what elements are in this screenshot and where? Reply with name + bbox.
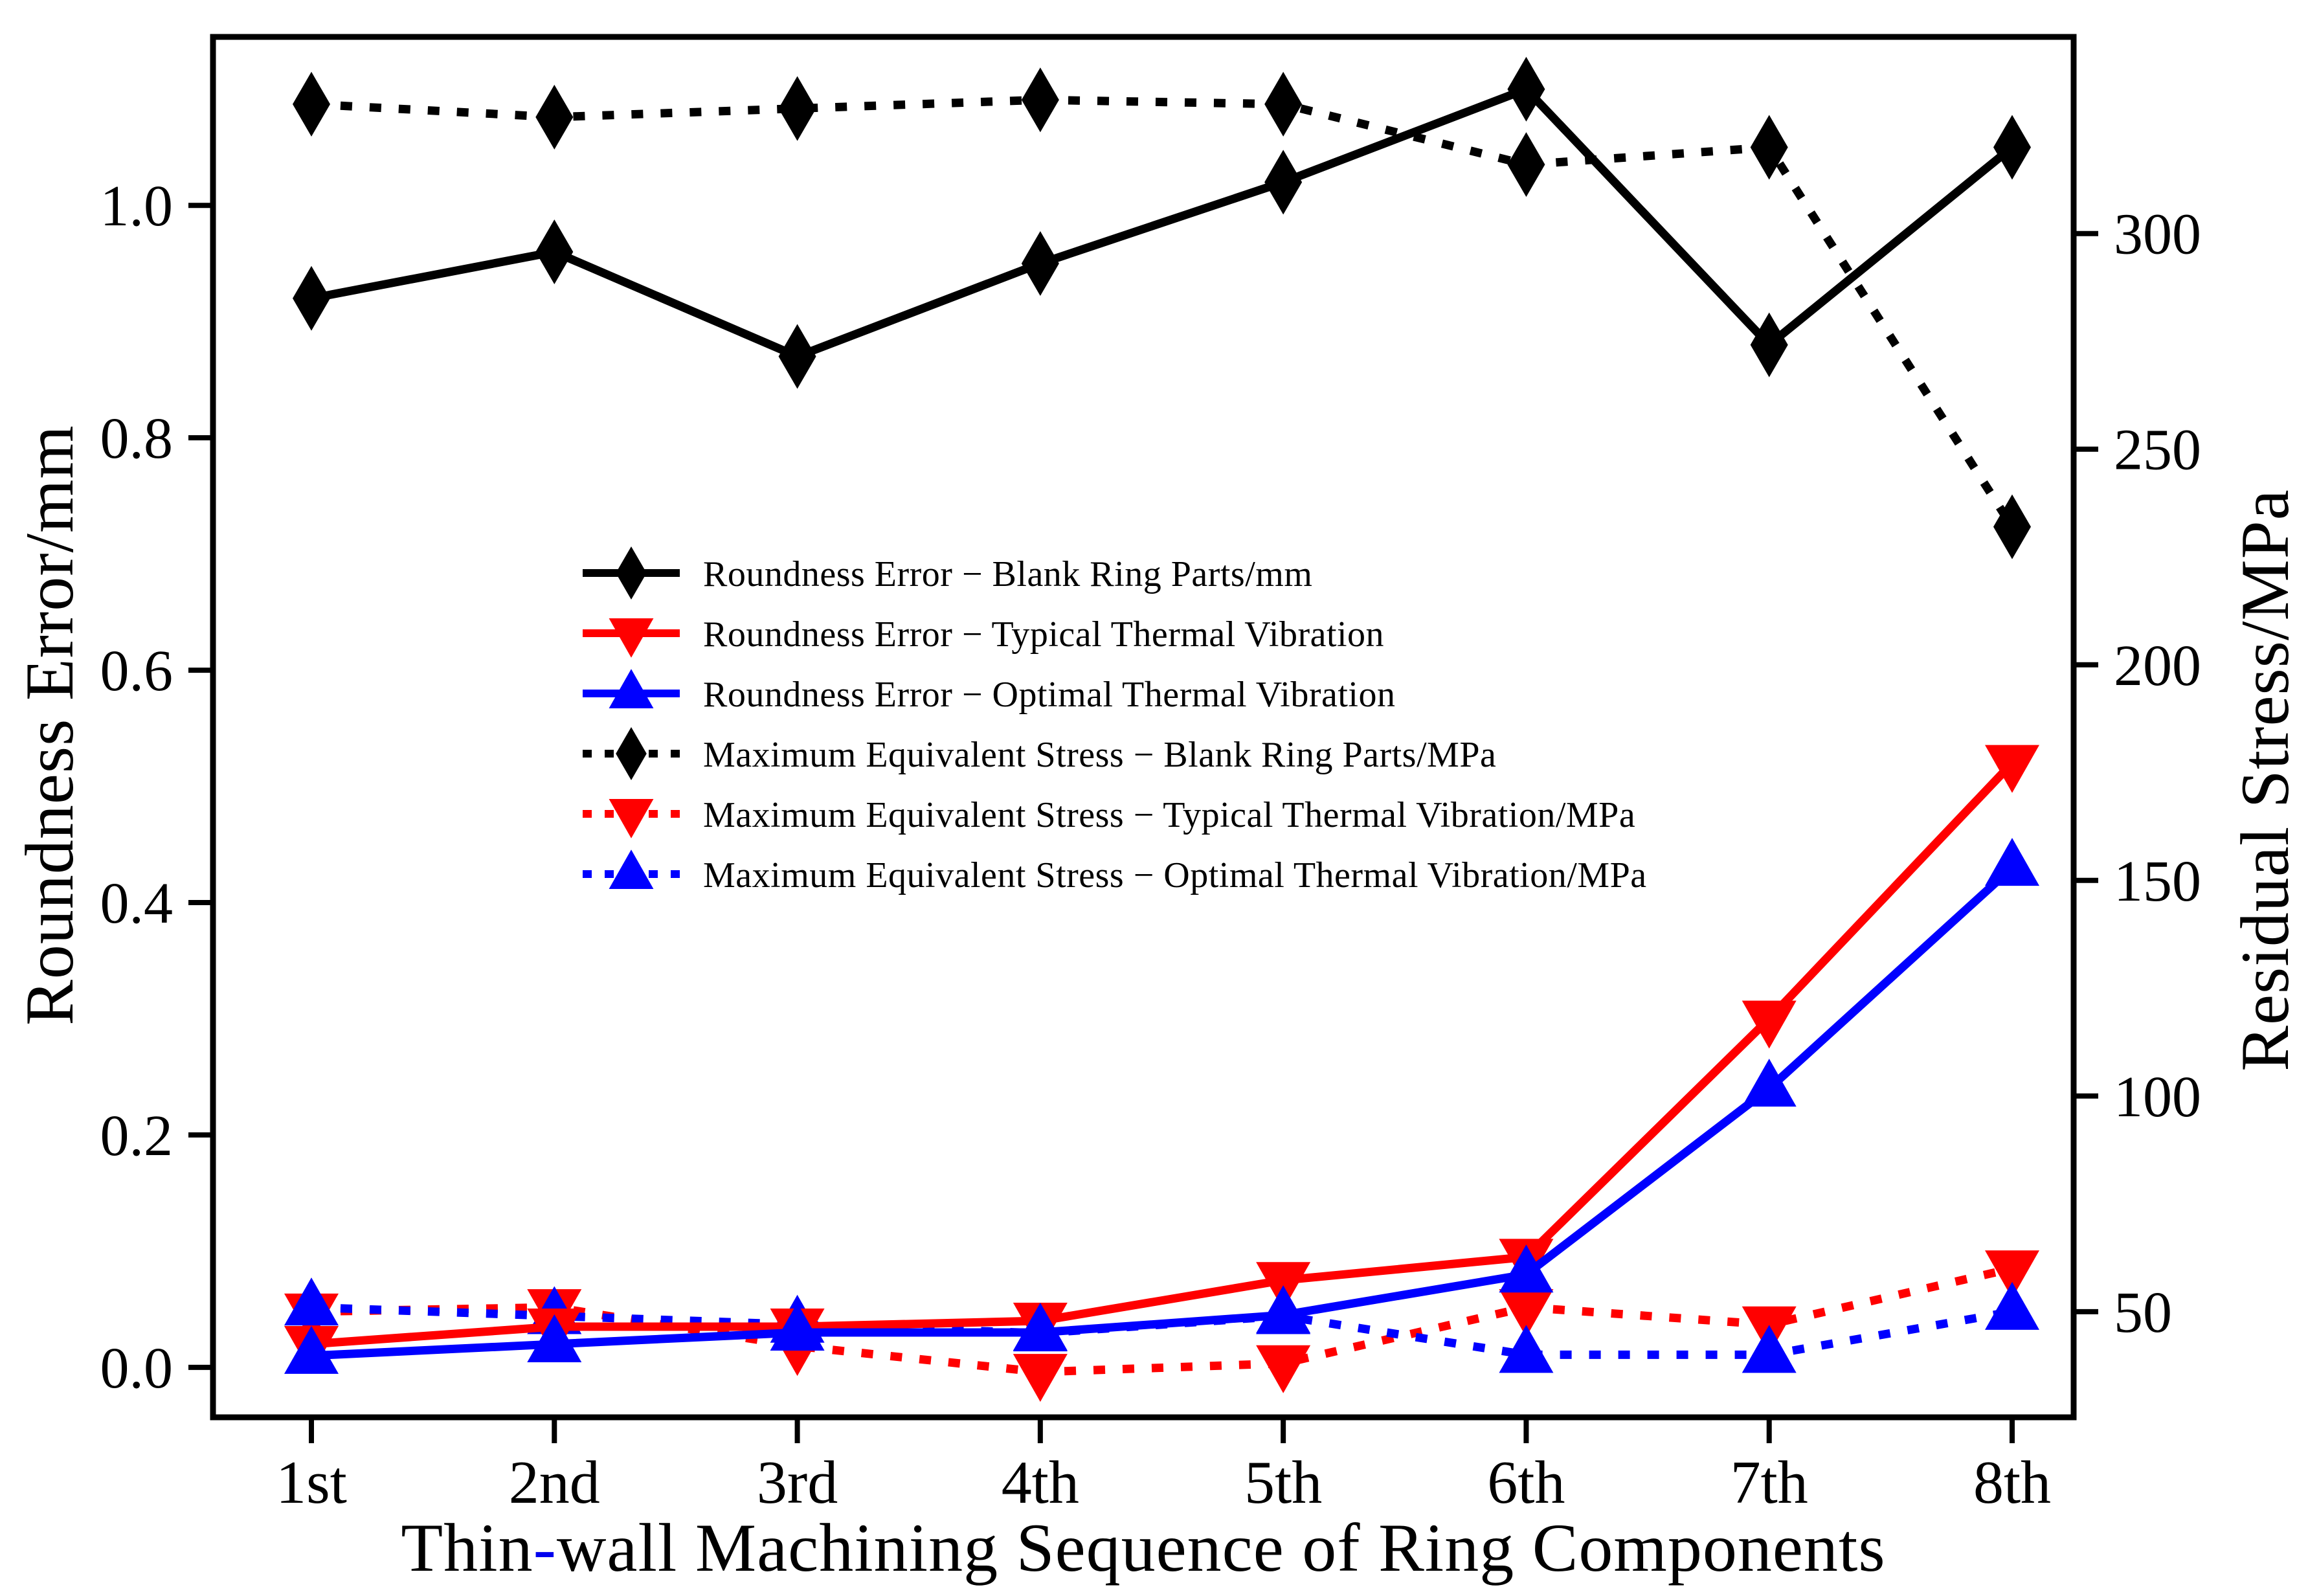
x-tick-label: 5th [1244, 1449, 1322, 1516]
marker-triangle-down [1013, 1354, 1068, 1402]
left-axis-label: Roundness Error/mm [12, 425, 87, 1026]
marker-triangle-down [1499, 1289, 1554, 1338]
marker-diamond [1264, 71, 1303, 137]
marker-triangle-up [1742, 1325, 1797, 1373]
plot-border [210, 34, 2077, 1421]
legend-label: Roundness Error − Optimal Thermal Vibrat… [703, 675, 1395, 715]
x-axis-title: Thin-wall Machining Sequence of Ring Com… [401, 1509, 1885, 1588]
right-tick-label: 250 [2114, 418, 2201, 482]
marker-diamond [535, 219, 574, 285]
x-tick-label: 8th [1973, 1449, 2051, 1516]
marker-diamond [293, 265, 330, 331]
marker-triangle-up [527, 1314, 582, 1362]
marker-diamond [535, 84, 574, 150]
marker-diamond [1993, 494, 2031, 559]
legend-marker-diamond [616, 546, 647, 600]
right-tick-label: 50 [2114, 1281, 2172, 1345]
legend-marker-triangle-up [609, 849, 654, 889]
marker-diamond [1264, 150, 1303, 215]
legend-marker-diamond [616, 727, 647, 780]
marker-triangle-down [1256, 1345, 1311, 1393]
marker-diamond [778, 76, 816, 141]
legend-label: Maximum Equivalent Stress − Blank Ring P… [703, 735, 1496, 775]
marker-triangle-down [1742, 1000, 1797, 1049]
x-axis-title-part2: wall Machining Sequence of Ring Componen… [556, 1510, 1886, 1586]
legend-label: Roundness Error − Blank Ring Parts/mm [703, 554, 1312, 594]
right-tick-label: 300 [2114, 203, 2201, 267]
left-tick-label: 0.4 [100, 871, 174, 936]
legend-label: Maximum Equivalent Stress − Optimal Ther… [703, 855, 1647, 895]
marker-triangle-up [1499, 1244, 1554, 1293]
legend-marker-triangle-up [609, 669, 654, 708]
x-tick-label: 7th [1731, 1449, 1808, 1516]
x-tick-label: 2nd [509, 1449, 600, 1516]
marker-diamond [778, 324, 816, 389]
marker-triangle-up [284, 1325, 339, 1374]
left-tick-label: 0.8 [100, 407, 174, 471]
marker-diamond [1021, 230, 1059, 296]
series-line [311, 864, 2015, 1360]
left-tick-label: 1.0 [100, 174, 174, 238]
x-tick-label: 6th [1487, 1449, 1565, 1516]
marker-triangle-up [770, 1302, 825, 1351]
left-tick-label: 0.0 [100, 1336, 174, 1400]
x-axis-title-part1: Thin [401, 1510, 533, 1586]
marker-diamond [1993, 115, 2031, 180]
marker-diamond [1507, 132, 1545, 197]
marker-triangle-up [1985, 1281, 2039, 1330]
marker-diamond [1507, 56, 1545, 122]
series-line [310, 84, 2015, 361]
x-tick-label: 3rd [757, 1449, 838, 1516]
x-axis-title-hyphen: - [533, 1510, 557, 1586]
series-line [311, 1264, 2013, 1377]
marker-triangle-up [1985, 838, 2039, 886]
right-tick-label: 200 [2114, 634, 2201, 698]
marker-diamond [1750, 312, 1788, 377]
legend-label: Roundness Error − Typical Thermal Vibrat… [703, 614, 1384, 655]
marker-triangle-up [1013, 1302, 1068, 1351]
marker-triangle-down [1985, 1250, 2039, 1299]
marker-triangle-up [1499, 1325, 1554, 1373]
left-tick-label: 0.6 [100, 639, 174, 703]
legend-label: Maximum Equivalent Stress − Typical Ther… [703, 795, 1635, 835]
right-tick-label: 150 [2114, 849, 2201, 914]
series-line [311, 760, 2015, 1349]
marker-diamond [293, 71, 330, 137]
marker-triangle-up [1256, 1285, 1311, 1334]
left-tick-label: 0.2 [100, 1104, 174, 1168]
marker-triangle-down [1985, 745, 2039, 793]
legend-marker-triangle-down [609, 618, 654, 658]
marker-diamond [1021, 67, 1059, 133]
right-axis-label: Residual Stress/MPa [2227, 489, 2303, 1072]
right-tick-label: 100 [2114, 1065, 2201, 1129]
series-line [311, 95, 2016, 530]
marker-triangle-up [1742, 1059, 1797, 1107]
x-tick-label: 1st [276, 1449, 347, 1516]
x-tick-label: 4th [1002, 1449, 1079, 1516]
marker-triangle-up [284, 1277, 339, 1326]
marker-diamond [1750, 115, 1788, 180]
legend-marker-triangle-down [609, 799, 654, 838]
